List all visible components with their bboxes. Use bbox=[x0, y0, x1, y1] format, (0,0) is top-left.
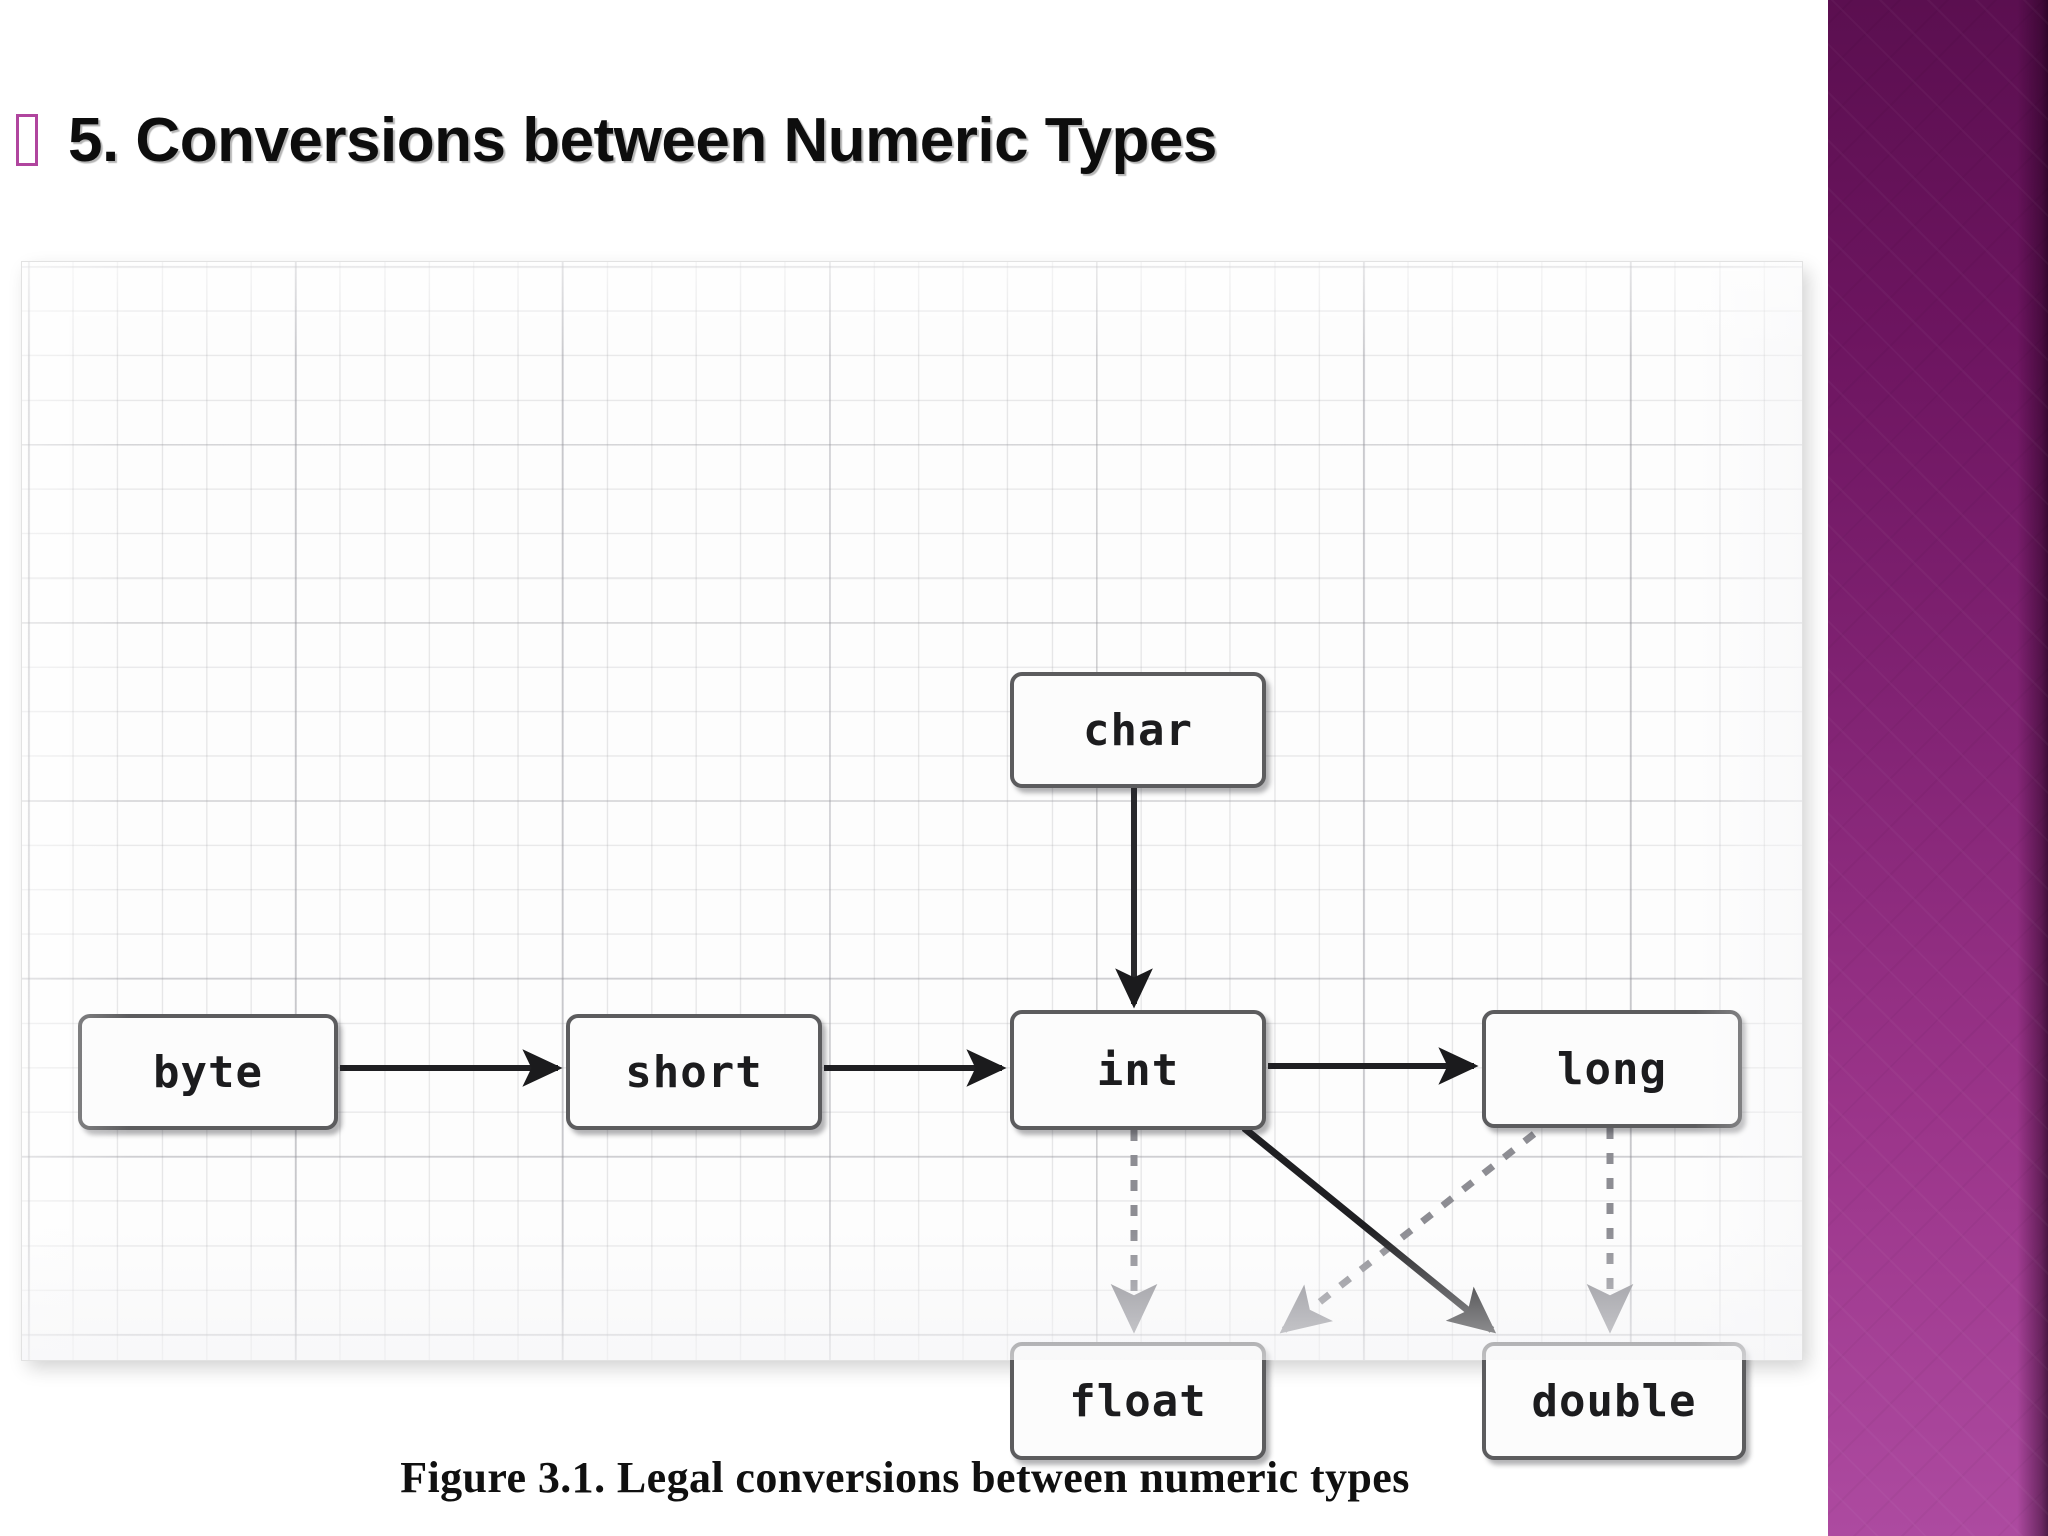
type-box-label: int bbox=[1096, 1044, 1180, 1096]
type-box-label: float bbox=[1069, 1375, 1207, 1427]
figure-caption: Figure 3.1. Legal conversions between nu… bbox=[400, 1453, 1410, 1502]
type-box-byte[interactable]: byte bbox=[78, 1014, 338, 1130]
type-box-double[interactable]: double bbox=[1482, 1342, 1746, 1460]
type-box-short[interactable]: short bbox=[566, 1014, 822, 1130]
bullet-glyph-icon bbox=[16, 114, 38, 166]
graph-paper-background bbox=[22, 262, 1802, 1360]
page-title: 5. Conversions between Numeric Types bbox=[0, 92, 1800, 188]
decorative-purple-band bbox=[1828, 0, 2048, 1536]
type-box-int[interactable]: int bbox=[1010, 1010, 1266, 1130]
type-box-label: short bbox=[625, 1046, 763, 1098]
figure-image: char byte short int long float double bbox=[22, 262, 1802, 1460]
type-box-label: double bbox=[1531, 1375, 1697, 1427]
band-texture bbox=[1828, 0, 2048, 1536]
type-box-label: char bbox=[1083, 704, 1193, 756]
title-text: 5. Conversions between Numeric Types bbox=[68, 105, 1217, 175]
type-box-char[interactable]: char bbox=[1010, 672, 1266, 788]
type-box-float[interactable]: float bbox=[1010, 1342, 1266, 1460]
type-box-long[interactable]: long bbox=[1482, 1010, 1742, 1128]
type-box-label: long bbox=[1557, 1043, 1667, 1095]
type-box-label: byte bbox=[153, 1046, 263, 1098]
